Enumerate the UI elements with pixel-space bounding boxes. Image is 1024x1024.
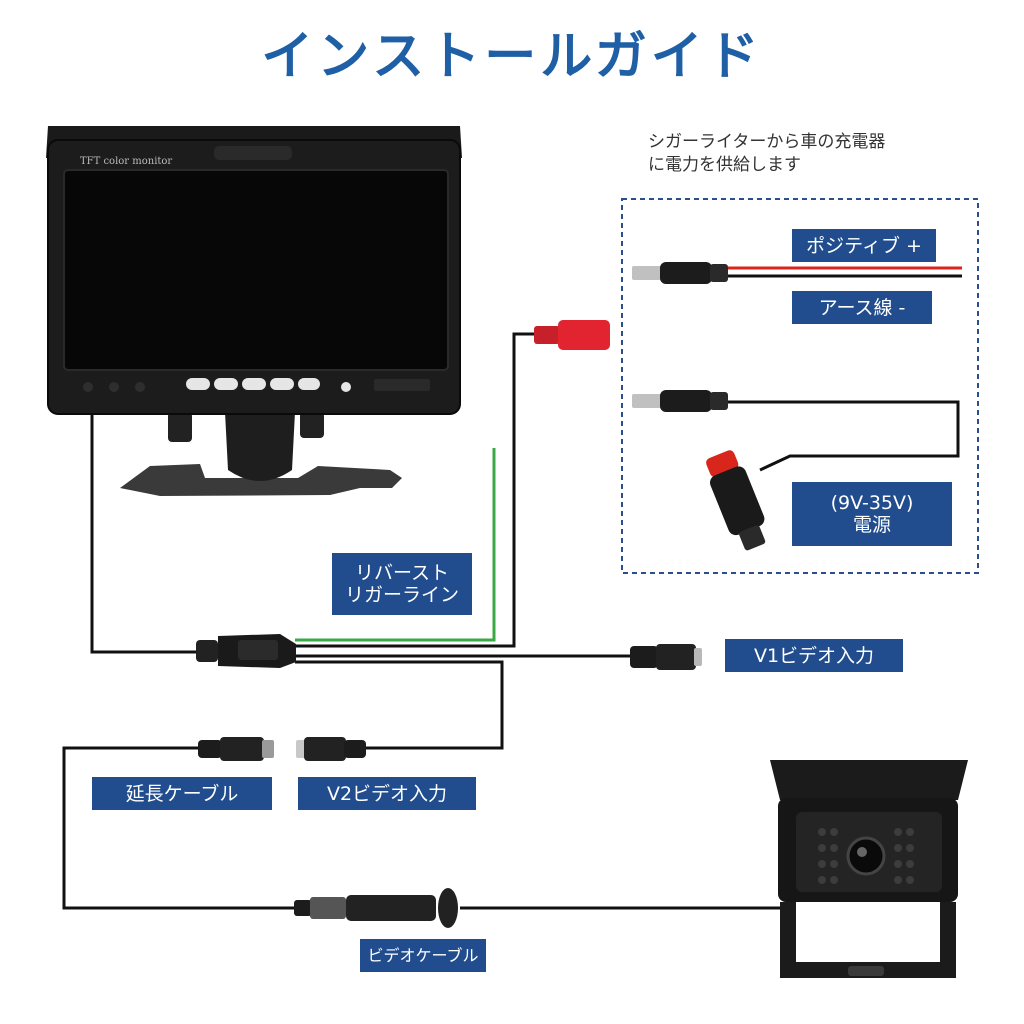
power-plug-cigarette	[632, 390, 960, 472]
camera-lens	[846, 836, 886, 876]
v1-connector	[630, 644, 702, 670]
reverse-trigger-line2: リガーライン	[344, 584, 459, 606]
camera-bracket	[780, 902, 956, 978]
monitor-model-text: TFT color monitor	[80, 156, 172, 167]
reverse-trigger-wire	[295, 448, 496, 642]
video-cable-label: ビデオケーブル	[360, 939, 486, 972]
power-note-line1: シガーライターから車の充電器	[648, 132, 886, 152]
power-range-label: (9V-35V) 電源	[792, 482, 952, 546]
monitor-ir-window	[374, 379, 430, 391]
extension-connector	[198, 737, 274, 761]
rear-camera	[770, 760, 968, 978]
monitor-screen	[63, 169, 449, 371]
camera-hood	[770, 760, 968, 800]
power-plug-positive	[632, 262, 962, 284]
monitor-power-button	[341, 382, 351, 392]
v2-video-input-label: V2ビデオ入力	[298, 777, 476, 810]
monitor-stand-neck	[225, 412, 295, 481]
extension-wire	[62, 746, 296, 910]
power-input-wire	[295, 332, 534, 648]
monitor: TFT color monitor	[46, 126, 462, 496]
cigarette-lighter-plug	[706, 450, 766, 551]
monitor-sensor-1	[83, 382, 93, 392]
power-range-line1: (9V-35V)	[830, 492, 914, 514]
power-section-box	[621, 198, 979, 574]
monitor-button-vs	[186, 378, 210, 390]
extension-cable-label: 延長ケーブル	[92, 777, 272, 810]
power-range-line2: 電源	[852, 514, 891, 536]
v2-connector	[296, 737, 366, 761]
positive-wire-label: ポジティブ +	[792, 229, 936, 262]
v2-wire	[295, 660, 504, 750]
reverse-trigger-label: リバースト リガーライン	[332, 553, 472, 615]
power-note: シガーライターから車の充電器 に電力を供給します	[648, 131, 885, 177]
camera-ir-leds	[818, 828, 914, 884]
monitor-button-minus	[270, 378, 294, 390]
v1-video-input-label: V1ビデオ入力	[725, 639, 903, 672]
cable-harness	[196, 634, 296, 668]
ground-wire-label: アース線 -	[792, 291, 932, 324]
power-female-connector	[534, 320, 610, 350]
monitor-button-plus	[298, 378, 320, 390]
power-note-line2: に電力を供給します	[648, 155, 801, 175]
page-title: インストールガイド	[261, 27, 763, 87]
video-cable-connector	[294, 888, 458, 928]
monitor-button-back	[214, 378, 238, 390]
monitor-cable	[90, 414, 200, 654]
reverse-trigger-line1: リバースト	[354, 562, 450, 584]
monitor-button-menu	[242, 378, 266, 390]
monitor-bracket	[168, 412, 192, 442]
